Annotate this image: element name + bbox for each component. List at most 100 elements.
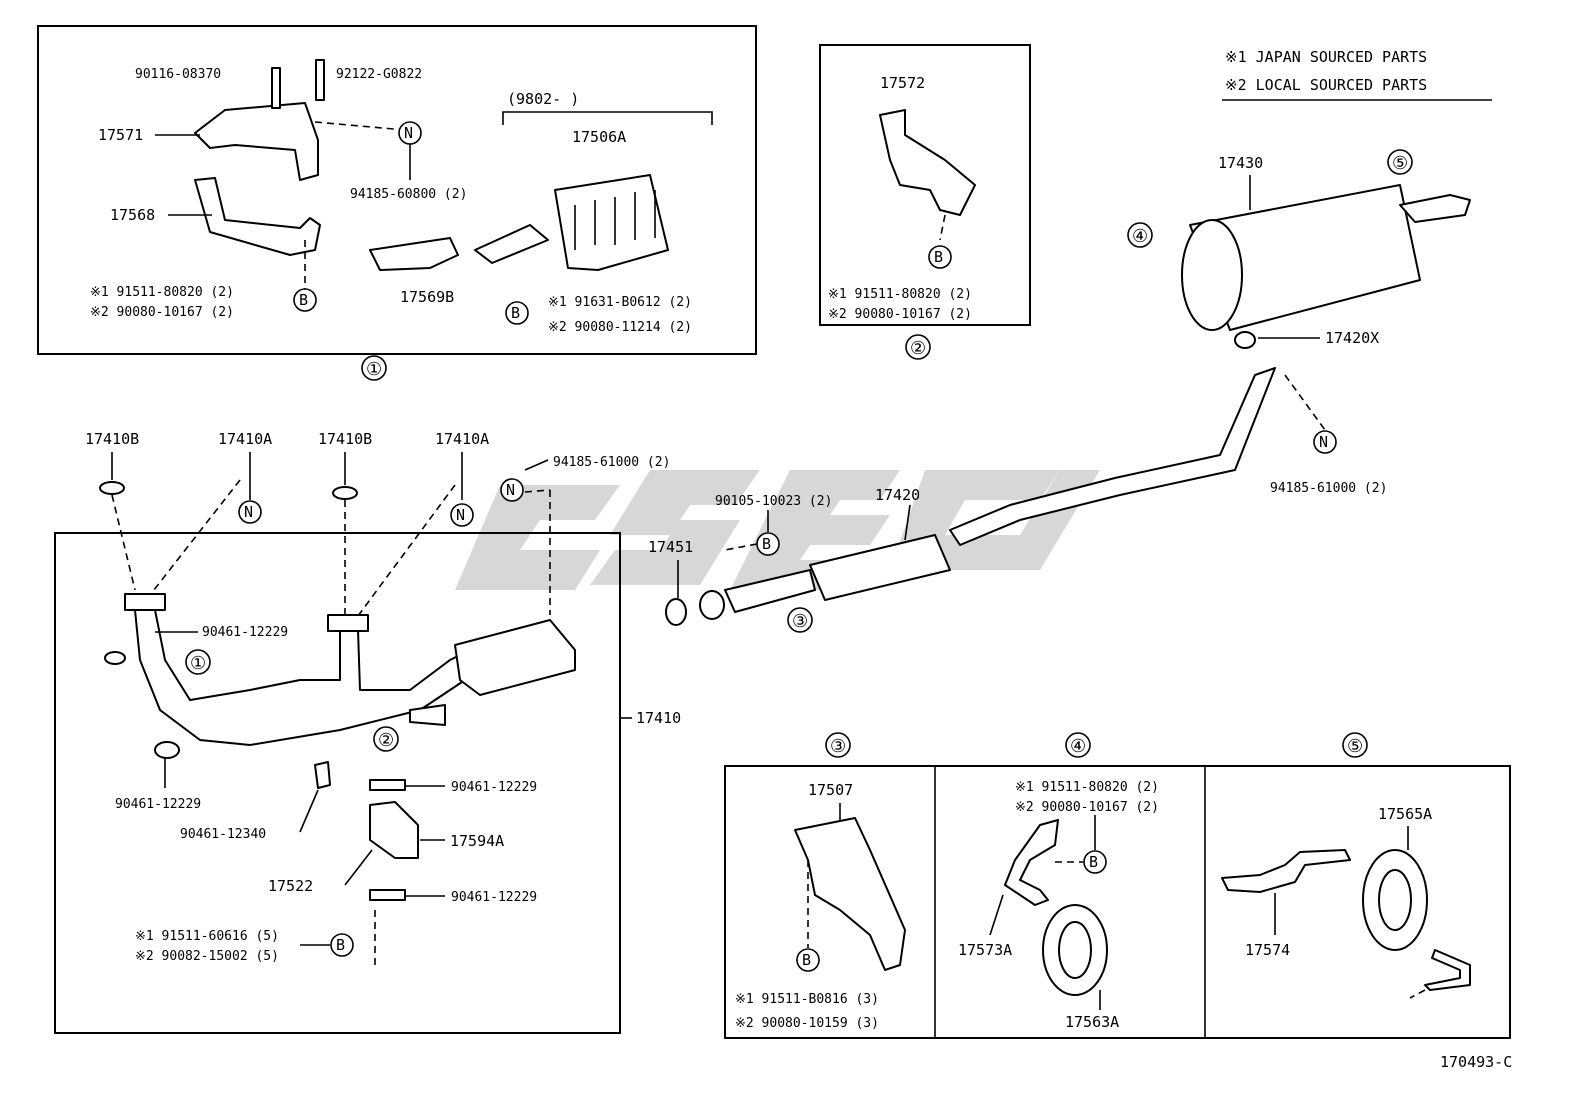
callout-5-text: ⑤ [1392, 153, 1408, 174]
label-90080-10167-g4: ※2 90080-10167 (2) [1015, 800, 1159, 815]
dash-b-muffler [724, 543, 758, 551]
callout-5 [1387, 149, 1413, 175]
front-flange-pipe [724, 569, 816, 613]
label-91511-80820-g1: ※1 91511-80820 (2) [90, 285, 234, 300]
front-pipe-frame [54, 532, 621, 1034]
tailpipe-end [1424, 949, 1471, 991]
callout-2-fp [373, 726, 399, 752]
bracket-17507 [794, 817, 906, 971]
callout-3 [787, 607, 813, 633]
leader-94185-61000 [524, 459, 549, 471]
clamp-c [314, 761, 331, 789]
label-17594a: 17594A [450, 832, 504, 850]
marker-n-fp1 [238, 500, 262, 524]
clamp-d [369, 779, 406, 791]
leader-90461-c [299, 789, 319, 833]
legend: ※1 JAPAN SOURCED PARTS ※2 LOCAL SOURCED … [1222, 48, 1492, 101]
sensor-17594a [369, 801, 419, 859]
label-90116-08370: 90116-08370 [135, 67, 221, 82]
dash-fp4 [354, 484, 456, 621]
label-90080-10167-g2: ※2 90080-10167 (2) [828, 307, 972, 322]
insulator-17506a [554, 174, 669, 271]
group-4-number-text: ④ [1070, 736, 1086, 757]
bracket-17568 [194, 177, 321, 256]
label-94185-60800: 94185-60800 (2) [350, 187, 467, 202]
label-17565a: 17565A [1378, 805, 1432, 823]
label-17507: 17507 [808, 781, 853, 799]
label-90461-12229-b: 90461-12229 [115, 797, 201, 812]
callout-4 [1127, 222, 1153, 248]
front-exhaust-pipe-17410 [134, 609, 471, 746]
diagram-id: 170493-C [1440, 1053, 1512, 1071]
label-91511-60616: ※1 91511-60616 (5) [135, 929, 279, 944]
dash-g5 [1409, 989, 1426, 999]
label-17420x: 17420X [1325, 329, 1379, 347]
clamp-e [369, 889, 406, 901]
pipe-bracket [409, 704, 446, 726]
gasket-17410b-2 [332, 486, 358, 500]
marker-n-muffler [1313, 430, 1337, 454]
legend-local: ※2 LOCAL SOURCED PARTS [1225, 76, 1427, 94]
stud-92122 [315, 59, 325, 101]
marker-b-group2-text: B [934, 248, 943, 266]
group-5-number [1342, 732, 1368, 758]
callout-1-fp-text: ① [190, 653, 206, 674]
marker-n-fp3 [500, 478, 524, 502]
dash-fp1 [111, 494, 136, 591]
label-17410: 17410 [636, 709, 681, 727]
marker-n-fp2-text: N [456, 506, 465, 524]
marker-b-group3-text: B [802, 951, 811, 969]
front-pipe-section: 17410B 17410A N 17410B 17410A N N 94185-… [54, 430, 681, 1034]
label-90461-12229-c: 90461-12229 [451, 780, 537, 795]
label-17563a: 17563A [1065, 1013, 1119, 1031]
label-17522: 17522 [268, 877, 313, 895]
bracket-17574 [1221, 849, 1351, 893]
gasket-17420x [1234, 331, 1256, 349]
marker-b-group4 [1083, 850, 1107, 874]
muffler-end [1181, 219, 1243, 331]
insulator-ribs [574, 190, 656, 250]
label-91631-b0612: ※1 91631-B0612 (2) [548, 295, 692, 310]
label-17451: 17451 [648, 538, 693, 556]
label-17410b-1: 17410B [85, 430, 139, 448]
label-17410a-1: 17410A [218, 430, 272, 448]
center-pipe [949, 367, 1276, 546]
legend-japan: ※1 JAPAN SOURCED PARTS [1225, 48, 1427, 66]
gasket-17410b-1 [99, 481, 125, 495]
hanger-17565a-inner [1378, 869, 1412, 931]
group-1-number-text: ① [366, 359, 382, 380]
label-90461-12229-d: 90461-12229 [451, 890, 537, 905]
dash-fp2 [149, 479, 241, 596]
label-91511-80820-g2: ※1 91511-80820 (2) [828, 287, 972, 302]
insulator-17569b [369, 237, 459, 271]
tailpipe [1399, 194, 1471, 223]
marker-b-group1b-text: B [511, 304, 520, 322]
leader-17420 [904, 504, 911, 541]
hanger-17563a-inner [1058, 921, 1092, 979]
stud-90116 [271, 67, 281, 109]
callout-2-fp-text: ② [378, 730, 394, 751]
dash-n-muffler [1284, 374, 1326, 431]
label-17568: 17568 [110, 206, 155, 224]
callout-4-text: ④ [1132, 226, 1148, 247]
dash-fp5 [524, 489, 551, 493]
marker-b-group1-text: B [299, 291, 308, 309]
marker-b-group3 [796, 948, 820, 972]
groups-345-frame [724, 765, 1511, 1039]
label-90082-15002: ※2 90082-15002 (5) [135, 949, 279, 964]
flange-2 [327, 614, 369, 632]
bracket-17572 [879, 109, 976, 216]
arrow-17569b [474, 224, 549, 264]
label-range-9802: (9802- ) [507, 90, 579, 108]
group-4-number [1065, 732, 1091, 758]
label-90105-10023: 90105-10023 (2) [715, 494, 832, 509]
label-17573a: 17573A [958, 941, 1012, 959]
flange [699, 590, 725, 620]
catalytic-converter [454, 619, 576, 696]
lower-right-boxes: ③ ④ ⑤ 17507 B ※1 91511-B0816 (3) ※2 9008… [724, 732, 1511, 1039]
marker-n-fp1-text: N [244, 503, 253, 521]
callout-1-fp [185, 649, 211, 675]
marker-n-muffler-text: N [1319, 433, 1328, 451]
flange-1 [124, 593, 166, 611]
leader-17522 [344, 849, 373, 886]
